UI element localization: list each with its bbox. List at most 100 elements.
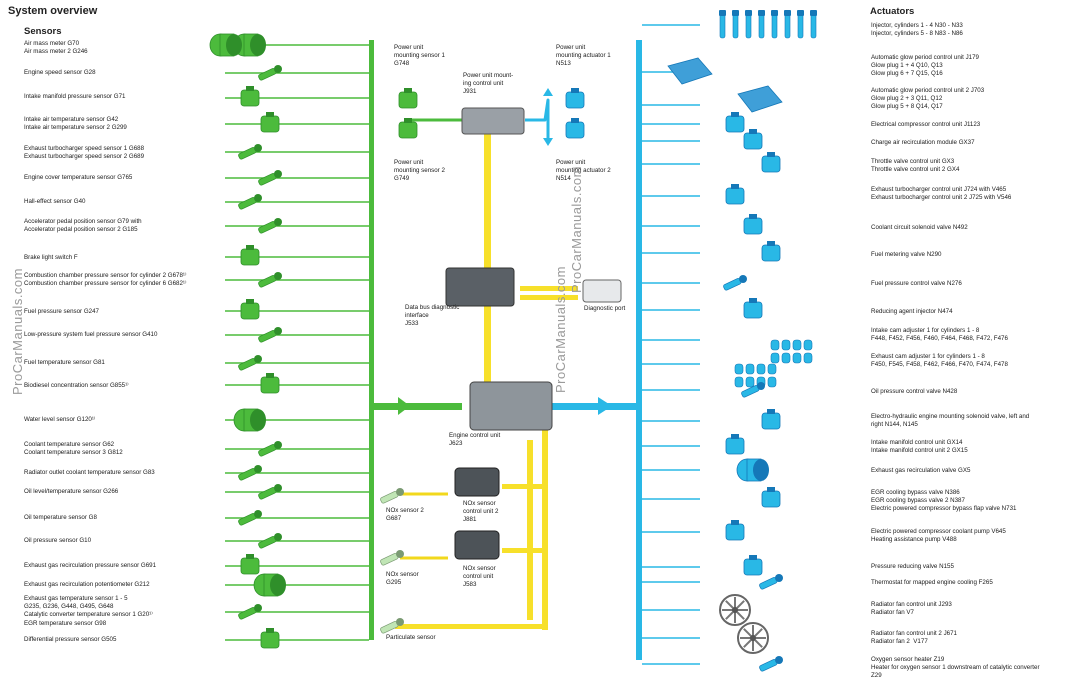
mounting-control-unit	[461, 107, 525, 135]
actuator-icon-19	[743, 555, 763, 576]
actuator-icon-5	[761, 152, 781, 173]
center-label-nox2c: NOx sensor control unit 2 J881	[463, 500, 499, 524]
sensor-label-22: Exhaust gas temperature sensor 1 - 5 G23…	[24, 595, 153, 627]
actuator-label-17: EGR cooling bypass valve N386 EGR coolin…	[871, 489, 1017, 513]
actuator-label-23: Oxygen sensor heater Z19 Heater for oxyg…	[871, 656, 1040, 680]
sensor-icon-4	[238, 144, 262, 160]
sensor-icon-7	[258, 218, 282, 234]
sensor-label-14: Water level sensor G120¹⁾	[24, 416, 96, 423]
sensor-icon-17	[258, 484, 282, 500]
sensor-label-21: Exhaust gas recirculation potentiometer …	[24, 581, 150, 588]
nox-sensor-2	[380, 488, 404, 504]
sensor-icon-22	[238, 604, 262, 620]
bus-diag-2	[520, 295, 578, 300]
sensor-label-19: Oil pressure sensor G10	[24, 537, 92, 544]
watermark-left: ProCarManuals.com	[10, 268, 25, 395]
actuator-icon-23	[759, 656, 783, 672]
actuator-icon-18	[725, 520, 745, 541]
sensor-label-20: Exhaust gas recirculation pressure senso…	[24, 562, 157, 569]
actuator-icon-16	[736, 458, 769, 482]
sensor-label-23: Differential pressure sensor G505	[24, 636, 117, 643]
nox-sensor	[380, 550, 404, 566]
sensor-icon-15	[258, 441, 282, 457]
actuator-label-0: Injector, cylinders 1 - 4 N30 - N33 Inje…	[871, 22, 963, 38]
sensor-icon-10	[240, 299, 260, 320]
actuator-label-8: Fuel metering valve N290	[871, 251, 942, 258]
actuator-icon-15	[725, 434, 745, 455]
sensor-label-7: Accelerator pedal position sensor G79 wi…	[24, 218, 142, 234]
center-label-ecu: Engine control unit J623	[449, 432, 501, 448]
sensor-label-12: Fuel temperature sensor G81	[24, 359, 105, 366]
nox-control-unit	[454, 530, 500, 560]
sensor-icon-2	[240, 86, 260, 107]
sensor-icon-11	[258, 327, 282, 343]
actuator-icon-13	[741, 382, 765, 398]
actuator-label-6: Exhaust turbocharger control unit J724 w…	[871, 186, 1012, 202]
actuator-icon-20	[759, 574, 783, 590]
actuator-icon-10	[743, 298, 763, 319]
actuator-icon-22	[737, 622, 769, 654]
actuator-label-2: Automatic glow period control unit 2 J70…	[871, 87, 985, 111]
sensor-label-16: Radiator outlet coolant temperature sens…	[24, 469, 155, 476]
center-label-diag: Diagnostic port	[584, 305, 626, 312]
sensor-label-17: Oil level/temperature sensor G266	[24, 488, 119, 495]
actuator-main-link	[548, 403, 638, 410]
glow-control-2	[737, 85, 783, 113]
actuator-label-10: Reducing agent injector N474	[871, 308, 953, 315]
actuator-label-18: Electric powered compressor coolant pump…	[871, 528, 1006, 544]
sensor-icon-12	[238, 355, 262, 371]
sensor-label-10: Fuel pressure sensor G247	[24, 308, 99, 315]
center-label-pmcu: Power unit mount- ing control unit J931	[463, 72, 514, 96]
center-label-pma1: Power unit mounting actuator 1 N513	[556, 44, 611, 68]
mount-arrow-up	[543, 88, 553, 96]
mount-sensor-2	[398, 118, 418, 139]
center-label-pms2: Power unit mounting sensor 2 G749	[394, 159, 445, 183]
actuator-icon-9	[723, 275, 747, 291]
bus-trunk-right-2	[527, 440, 533, 620]
actuator-icon-11	[770, 339, 813, 364]
actuator-label-3: Electrical compressor control unit J1123	[871, 121, 981, 128]
center-label-pms1: Power unit mounting sensor 1 G748	[394, 44, 445, 68]
mount-actuator-1	[565, 88, 585, 109]
center-label-noxs: NOx sensor G295	[386, 571, 419, 587]
sensor-label-3: Intake air temperature sensor G42 Intake…	[24, 116, 127, 132]
sensor-label-1: Engine speed sensor G28	[24, 69, 96, 76]
center-label-part: Particulate sensor	[386, 634, 436, 641]
actuator-label-14: Electro-hydraulic engine mounting soleno…	[871, 413, 1030, 429]
sensor-label-18: Oil temperature sensor G8	[24, 514, 97, 521]
bus-nox	[502, 548, 547, 553]
actuator-label-22: Radiator fan control unit 2 J671 Radiato…	[871, 630, 957, 646]
sensor-label-8: Brake light switch F	[24, 254, 78, 261]
bus-particulate	[395, 624, 547, 629]
actuator-icon-6	[725, 184, 745, 205]
actuator-icon-7	[743, 214, 763, 235]
sensor-label-13: Biodiesel concentration sensor G855¹⁾	[24, 382, 129, 389]
actuator-label-9: Fuel pressure control valve N276	[871, 280, 962, 287]
sensor-label-6: Hall-effect sensor G40	[24, 198, 86, 205]
actuators-heading: Actuators	[870, 6, 915, 17]
sensor-icon-19	[258, 533, 282, 549]
mount-actuator-2	[565, 118, 585, 139]
sensor-icon-14	[233, 408, 266, 432]
actuator-label-1: Automatic glow period control unit J179 …	[871, 54, 979, 78]
actuator-icon-8	[761, 241, 781, 262]
actuator-arrow	[598, 397, 612, 415]
sensor-label-9: Combustion chamber pressure sensor for c…	[24, 272, 187, 288]
center-label-noxc: NOx sensor control unit J583	[463, 565, 496, 589]
glow-control-1	[667, 57, 713, 85]
actuator-label-21: Radiator fan control unit J293 Radiator …	[871, 601, 952, 617]
data-bus-interface	[445, 267, 515, 307]
sensor-label-5: Engine cover temperature sensor G765	[24, 174, 133, 181]
sensor-arrow	[398, 397, 410, 415]
mount-actuator-link	[525, 98, 550, 140]
sensor-label-4: Exhaust turbocharger speed sensor 1 G688…	[24, 145, 145, 161]
mount-arrow-down	[543, 138, 553, 146]
actuator-label-5: Throttle valve control unit GX3 Throttle…	[871, 158, 960, 174]
actuator-icon-3	[725, 112, 745, 133]
actuator-label-12: Exhaust cam adjuster 1 for cylinders 1 -…	[871, 353, 1008, 369]
sensor-label-0: Air mass meter G70 Air mass meter 2 G246	[24, 40, 88, 56]
watermark-center-2: ProCarManuals.com	[569, 166, 584, 293]
sensor-label-2: Intake manifold pressure sensor G71	[24, 93, 126, 100]
sensor-icon-21	[253, 573, 286, 597]
